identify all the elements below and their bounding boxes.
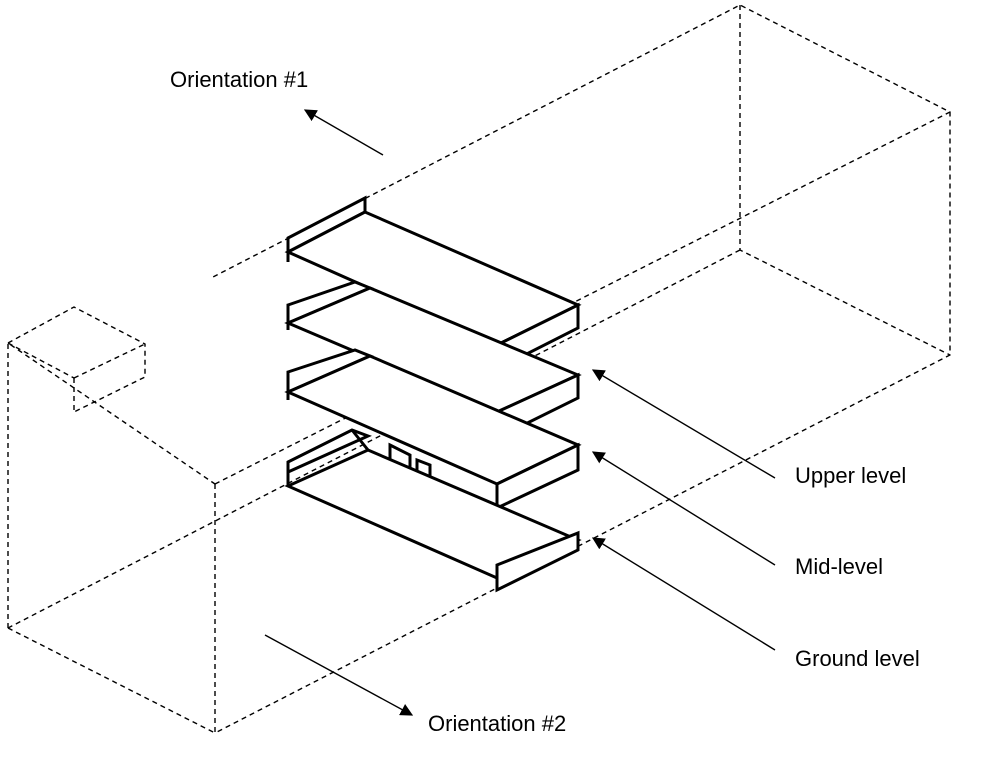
lower-mid-floor-plate: [284, 348, 582, 511]
mid-level-label: Mid-level: [795, 554, 884, 579]
mid-level-arrow: [591, 451, 776, 566]
ground-floor-plate: [284, 428, 582, 593]
building-envelope-outline: [7, 4, 951, 735]
orientation-2-label: Orientation #2: [428, 711, 567, 736]
ground-level-label: Ground level: [795, 646, 920, 671]
orientation-1-label: Orientation #1: [170, 67, 309, 92]
orientation-1-arrow: [303, 109, 384, 156]
orientation-2-arrow: [264, 634, 414, 716]
upper-level-arrow: [591, 369, 776, 479]
ground-level-arrow: [591, 537, 776, 651]
upper-level-label: Upper level: [795, 463, 907, 488]
